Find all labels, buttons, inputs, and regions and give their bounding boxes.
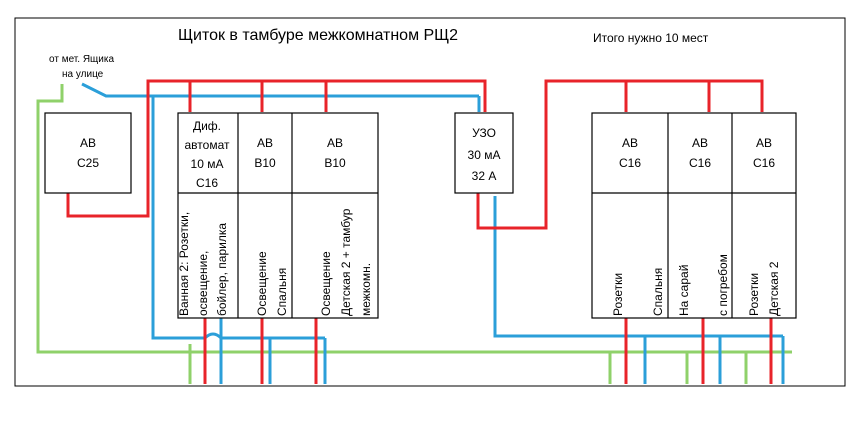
svg-text:Освещение: Освещение [319,251,333,316]
source-label-line1: от мет. Ящика [49,54,114,65]
neutral-wires [81,82,785,384]
breaker-b10-a: АВ В10 [254,136,276,170]
svg-text:Детская 2 + тамбур: Детская 2 + тамбур [339,208,353,316]
svg-text:АВ: АВ [692,136,708,150]
svg-text:Диф.: Диф. [193,119,221,133]
circuit-sockets-bedroom: Розетки Спальня [611,268,665,316]
source-label-line2: на улице [62,69,104,80]
svg-text:АВ: АВ [257,136,273,150]
breaker-c16-a: АВ С16 [619,136,641,170]
svg-text:АВ: АВ [622,136,638,150]
svg-text:С16: С16 [196,176,218,190]
svg-text:межкомн.: межкомн. [359,263,373,316]
svg-text:Ванная 2: Розетки,: Ванная 2: Розетки, [177,212,191,316]
svg-text:Розетки: Розетки [747,273,761,316]
circuit-lighting-kids: Освещение Детская 2 + тамбур межкомн. [319,208,373,316]
svg-text:В10: В10 [254,156,276,170]
svg-text:Розетки: Розетки [611,273,625,316]
svg-text:С25: С25 [77,156,99,170]
circuit-sockets-kids: Розетки Детская 2 [747,261,781,316]
circuit-lighting-bedroom: Освещение Спальня [255,251,289,316]
circuit-barn: На сарай с погребом [677,254,730,316]
svg-text:автомат: автомат [185,138,230,152]
svg-text:30 мА: 30 мА [468,148,501,162]
svg-text:На сарай: На сарай [677,265,691,316]
svg-text:32 А: 32 А [472,169,497,183]
svg-text:Освещение: Освещение [255,251,269,316]
diagram-title: Щиток в тамбуре межкомнатном РЩ2 [178,27,458,44]
uzo-rcd: УЗО 30 мА 32 А [454,112,514,194]
svg-text:бойлер, парилка: бойлер, парилка [215,223,229,316]
svg-text:С16: С16 [619,156,641,170]
svg-text:АВ: АВ [80,136,96,150]
breaker-c16-b: АВ С16 [689,136,711,170]
svg-text:Спальня: Спальня [651,268,665,316]
breaker-b10-b: АВ В10 [324,136,346,170]
earth-wires [36,84,792,384]
circuit-bath: Ванная 2: Розетки, освещение, бойлер, па… [177,212,229,316]
svg-text:АВ: АВ [327,136,343,150]
dif-breaker: Диф. автомат 10 мА С16 [185,119,230,190]
svg-text:Спальня: Спальня [275,268,289,316]
svg-text:С16: С16 [753,156,775,170]
svg-text:АВ: АВ [756,136,772,150]
right-breaker-panel [591,112,797,319]
total-places-note: Итого нужно 10 мест [593,31,709,45]
main-breaker-c25: АВ С25 [44,112,132,194]
svg-text:Детская 2: Детская 2 [767,261,781,316]
svg-text:С16: С16 [689,156,711,170]
svg-text:УЗО: УЗО [472,126,496,140]
left-breaker-panel [177,112,379,319]
svg-text:10 мА: 10 мА [191,157,224,171]
svg-text:освещение,: освещение, [196,251,210,316]
phase-wires [66,79,773,384]
svg-text:В10: В10 [324,156,346,170]
breaker-c16-c: АВ С16 [753,136,775,170]
diagram-frame [14,17,846,387]
svg-text:с погребом: с погребом [716,254,730,316]
